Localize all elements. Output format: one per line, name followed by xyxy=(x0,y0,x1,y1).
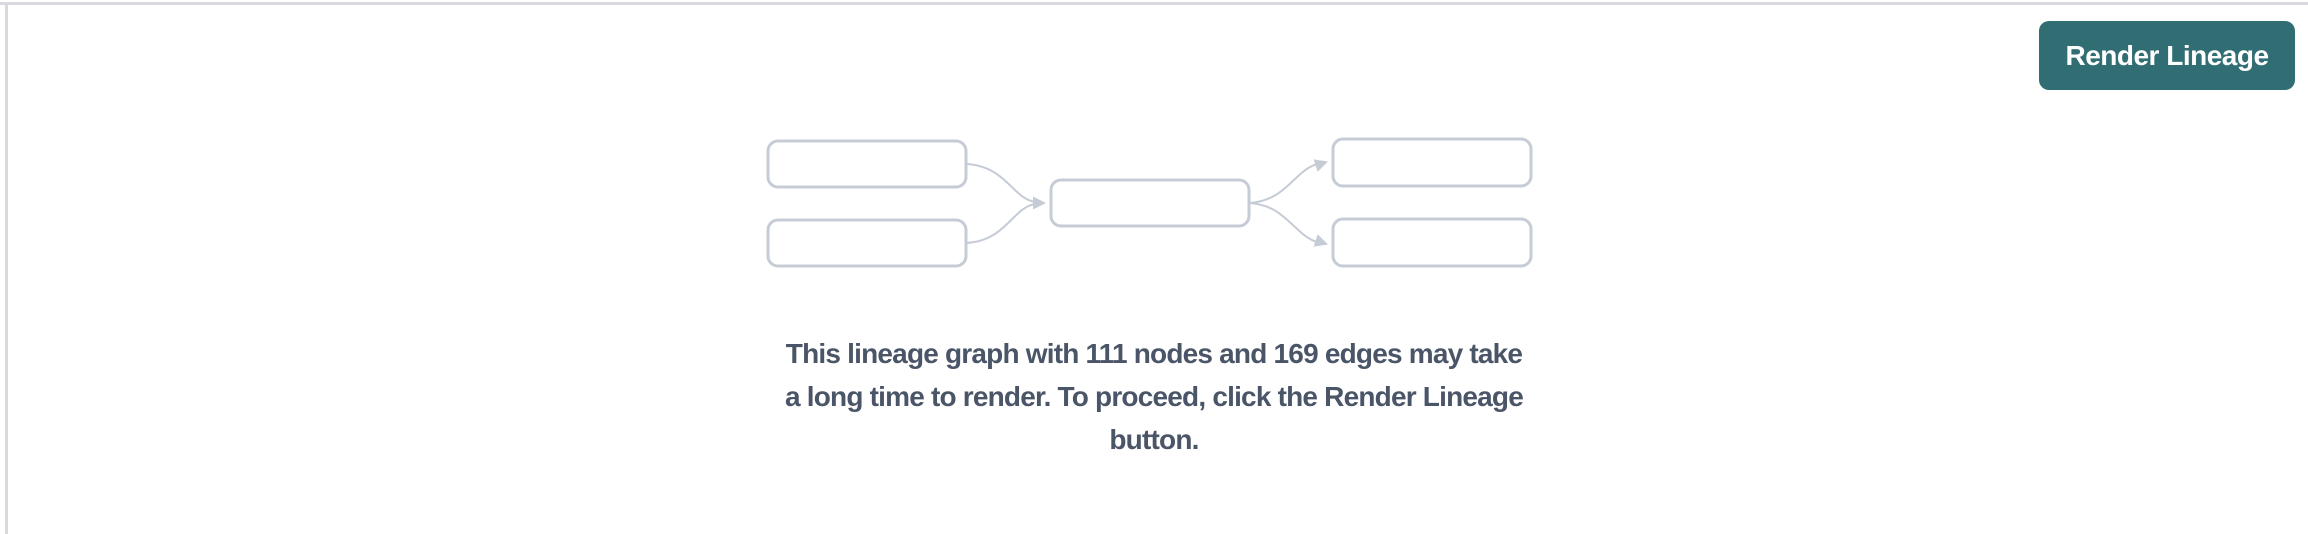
placeholder-edge xyxy=(1248,202,1318,243)
panel-top-divider xyxy=(0,2,2308,5)
placeholder-node-upstream-top xyxy=(766,139,968,189)
render-lineage-button[interactable]: Render Lineage xyxy=(2039,21,2295,90)
edge-arrowhead-icon xyxy=(1313,159,1328,172)
placeholder-node-upstream-bottom xyxy=(766,218,968,268)
placeholder-node-center xyxy=(1049,178,1251,228)
placeholder-edge xyxy=(965,163,1036,203)
render-warning-message: This lineage graph with 111 nodes and 16… xyxy=(784,332,1524,461)
placeholder-node-downstream-top xyxy=(1331,137,1533,188)
message-line: This lineage graph with 111 nodes and 16… xyxy=(785,338,1523,369)
lineage-placeholder-illustration xyxy=(766,137,1533,268)
placeholder-node-downstream-bottom xyxy=(1331,217,1533,268)
message-line: a long time to render. To proceed, click… xyxy=(784,381,1524,412)
panel-left-divider xyxy=(5,5,8,534)
edge-arrowhead-icon xyxy=(1313,234,1328,247)
placeholder-edge xyxy=(1248,163,1318,204)
lineage-empty-state: This lineage graph with 111 nodes and 16… xyxy=(766,137,1533,461)
message-line: button. xyxy=(1109,424,1199,455)
edge-arrowhead-icon xyxy=(1033,196,1046,210)
placeholder-edge xyxy=(965,203,1036,244)
